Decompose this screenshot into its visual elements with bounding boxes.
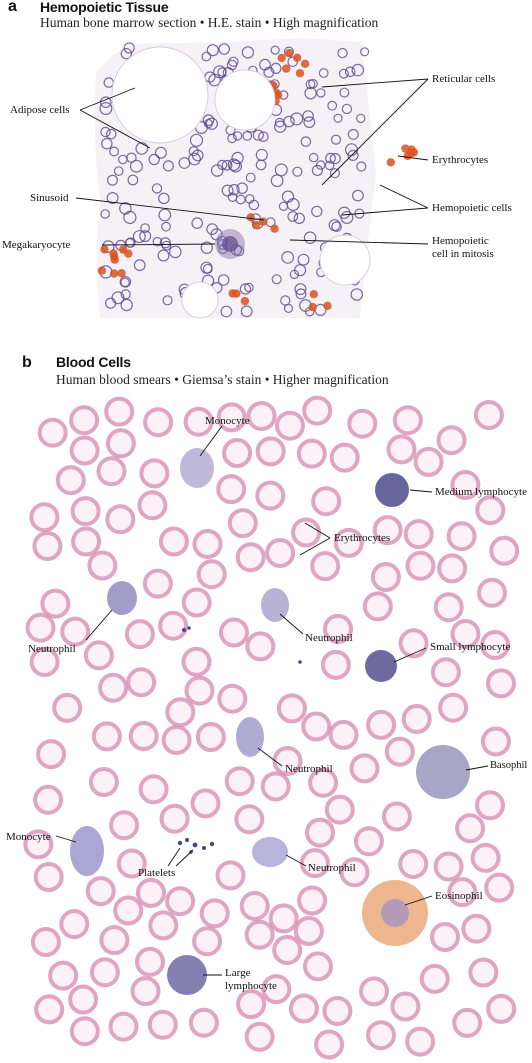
- panel-b-leader-lines: [55, 425, 489, 976]
- adipose-cells: [111, 46, 371, 319]
- label-sinusoid: Sinusoid: [30, 192, 69, 204]
- label-eosinophil: Eosinophil: [435, 890, 483, 902]
- label-adipose-cells: Adipose cells: [10, 104, 70, 116]
- panel-a-subtitle: Human bone marrow section • H.E. stain •…: [40, 15, 379, 30]
- neutrophil-right-cell: [252, 837, 288, 867]
- label-monocyte-top: Monocyte: [205, 415, 250, 427]
- leader-adipose-1: [79, 87, 136, 111]
- adipose-cell: [214, 69, 276, 131]
- neutrophil-left-cell: [107, 581, 137, 615]
- leader-reticular-1: [321, 78, 429, 88]
- eosinophil-cell: [362, 880, 428, 946]
- eosinophil-nucleus: [381, 899, 409, 927]
- large-lymphocyte-cell: [167, 955, 207, 995]
- leukocytes: [70, 448, 470, 995]
- panel-b-subtitle: Human blood smears • Giemsa’s stain • Hi…: [56, 372, 389, 387]
- label-medium-lymphocyte: Medium lymphocyte: [435, 486, 527, 498]
- panel-b-letter: b: [22, 354, 32, 371]
- megakaryocyte-cell: [215, 229, 245, 259]
- panel-a-leader-lines: [75, 78, 429, 246]
- label-neutrophil-center: Neutrophil: [285, 763, 333, 775]
- neutrophil-center-cell: [236, 717, 264, 757]
- panel-a-title: Hemopoietic Tissue: [40, 0, 169, 15]
- leader-erythrocytes-1: [304, 522, 331, 539]
- leader-monocyte-top: [199, 425, 223, 457]
- leader-hemopoietic-1: [379, 184, 429, 209]
- label-hemopoietic-cells: Hemopoietic cells: [432, 202, 512, 214]
- label-erythrocytes-b: Erythrocytes: [334, 532, 390, 544]
- leader-adipose-2: [79, 109, 151, 149]
- leader-platelets-2: [175, 849, 194, 867]
- label-platelets: Platelets: [138, 867, 175, 879]
- basophil-cell: [416, 745, 470, 799]
- marrow-erythrocytes: [97, 48, 419, 312]
- neutrophil-mid-cell: [261, 588, 289, 622]
- small-lymphocyte-cell: [365, 650, 397, 682]
- panel-b-title: Blood Cells: [56, 354, 131, 370]
- adipose-cell: [111, 46, 209, 144]
- label-megakaryocyte: Megakaryocyte: [2, 239, 71, 251]
- label-small-lymphocyte: Small lymphocyte: [430, 641, 510, 653]
- label-neutrophil-left: Neutrophil: [28, 643, 76, 655]
- monocyte-left-cell: [70, 826, 104, 876]
- leader-basophil: [465, 765, 489, 771]
- leader-reticular-2: [321, 78, 429, 186]
- leader-mitosis: [289, 239, 429, 245]
- medium-lymphocyte-cell: [375, 473, 409, 507]
- label-neutrophil-mid: Neutrophil: [305, 632, 353, 644]
- leader-neutrophil-right: [285, 854, 307, 867]
- blood-erythrocytes: [23, 395, 520, 1060]
- leader-sinusoid: [75, 197, 265, 221]
- leader-monocyte-left: [55, 835, 77, 843]
- label-reticular-cells: Reticular cells: [432, 73, 495, 85]
- leader-megakaryocyte: [101, 243, 216, 246]
- leader-hemopoietic-2: [341, 207, 429, 216]
- leader-erythrocytes-2: [299, 537, 331, 556]
- platelet-cluster: [177, 626, 302, 854]
- adipose-cell: [181, 281, 219, 319]
- leader-neutrophil-mid: [279, 613, 304, 635]
- leader-medium-lymphocyte: [409, 489, 433, 493]
- label-mitosis-line1: Hemopoietic: [432, 235, 489, 247]
- label-basophil: Basophil: [490, 760, 527, 771]
- bone-marrow-micrograph: Adipose cells Reticular cells Erythrocyt…: [2, 38, 512, 319]
- monocyte-top-cell: [180, 448, 214, 488]
- label-monocyte-left: Monocyte: [6, 831, 51, 843]
- label-erythrocytes-a: Erythrocytes: [432, 154, 488, 166]
- label-mitosis-line2: cell in mitosis: [432, 248, 494, 260]
- leader-platelets-1: [167, 847, 181, 867]
- adipose-cell: [319, 234, 371, 286]
- label-neutrophil-right: Neutrophil: [308, 862, 356, 874]
- marrow-cell-nuclei: [99, 42, 370, 318]
- leader-small-lymphocyte: [393, 647, 427, 663]
- leader-erythrocytes: [397, 155, 429, 161]
- leader-neutrophil-center: [257, 747, 283, 767]
- leader-eosinophil: [404, 895, 433, 906]
- leader-neutrophil-left: [85, 609, 113, 641]
- label-large-lymphocyte-line1: Large: [225, 967, 251, 979]
- panel-a-letter: a: [8, 0, 17, 15]
- label-large-lymphocyte-line2: lymphocyte: [225, 980, 277, 992]
